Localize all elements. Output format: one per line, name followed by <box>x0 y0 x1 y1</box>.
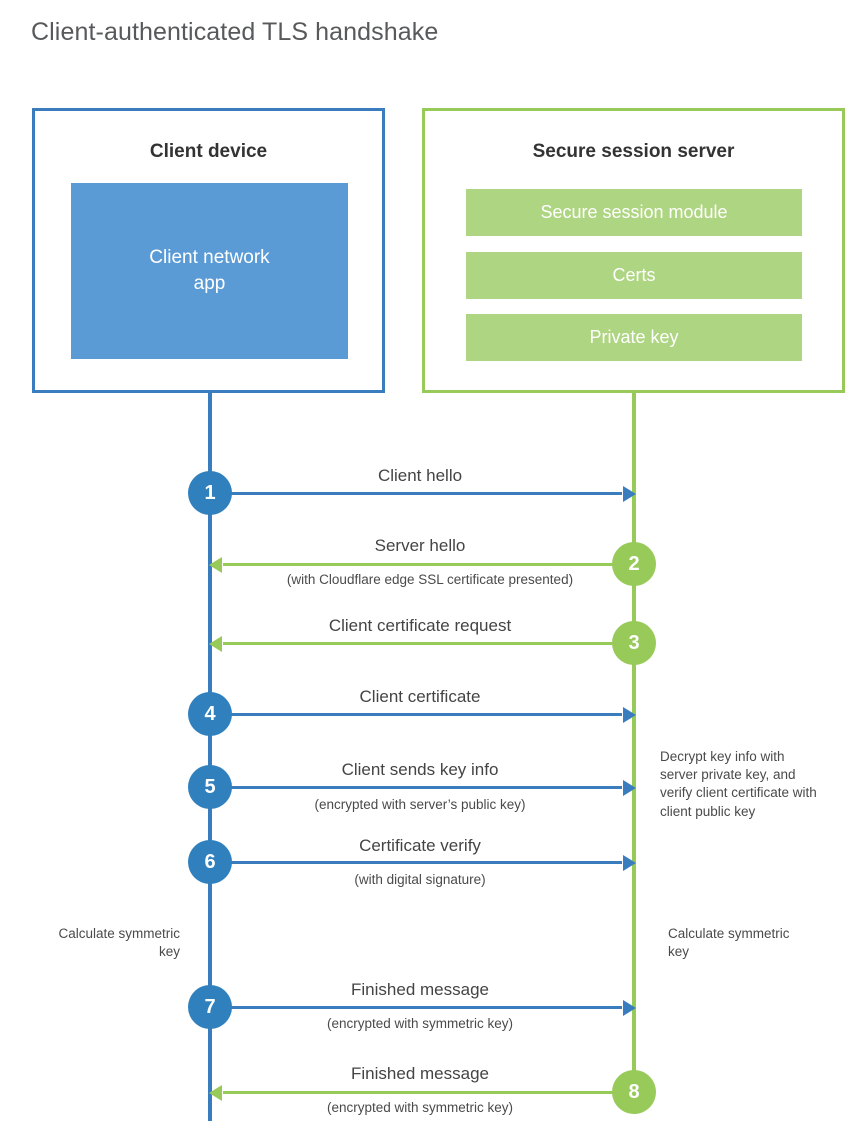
arrow-step-6 <box>210 854 636 871</box>
step-marker-6[interactable]: 6 <box>188 840 232 884</box>
arrowhead-left-icon <box>209 556 222 573</box>
arrow-step-5 <box>210 779 636 796</box>
secure-session-server-box: Secure session server Secure session mod… <box>422 108 845 393</box>
step-6-sublabel: (with digital signature) <box>354 872 486 887</box>
client-network-app-label: Client network app <box>149 245 269 296</box>
client-app-label-line1: Client network <box>149 247 270 269</box>
client-device-box: Client device Client network app <box>32 108 385 393</box>
server-decrypt-note: Decrypt key info with server private key… <box>660 749 817 819</box>
step-5-label: Client sends key info <box>341 760 499 779</box>
server-item-private-key: Private key <box>466 314 802 361</box>
arrowhead-right-icon <box>623 999 636 1016</box>
step-8-label: Finished message <box>351 1064 489 1083</box>
step-marker-3[interactable]: 3 <box>612 621 656 665</box>
arrowhead-left-icon <box>209 635 222 652</box>
step-4-label: Client certificate <box>359 687 481 706</box>
arrow-step-4 <box>210 706 636 723</box>
step-1-label: Client hello <box>377 466 463 485</box>
arrowhead-right-icon <box>623 854 636 871</box>
step-7-sublabel: (encrypted with symmetric key) <box>326 1016 514 1031</box>
step-2-label: Server hello <box>374 536 466 555</box>
secure-session-server-title: Secure session server <box>532 141 735 162</box>
arrowhead-right-icon <box>623 779 636 796</box>
arrowhead-left-icon <box>209 1084 222 1101</box>
server-lifeline <box>632 393 636 1093</box>
arrow-step-1 <box>210 485 636 502</box>
step-marker-1[interactable]: 1 <box>188 471 232 515</box>
arrow-step-7 <box>210 999 636 1016</box>
step-marker-5[interactable]: 5 <box>188 765 232 809</box>
client-device-title: Client device <box>149 141 268 162</box>
step-2-sublabel: (with Cloudflare edge SSL certificate pr… <box>286 572 574 587</box>
arrow-step-2 <box>209 556 632 573</box>
step-8-sublabel: (encrypted with symmetric key) <box>326 1100 514 1115</box>
client-network-app-block: Client network app <box>71 183 348 359</box>
arrow-step-8 <box>209 1084 632 1101</box>
arrow-step-3 <box>209 635 632 652</box>
step-marker-4[interactable]: 4 <box>188 692 232 736</box>
server-item-certs: Certs <box>466 252 802 299</box>
step-6-label: Certificate verify <box>359 836 481 855</box>
step-3-label: Client certificate request <box>328 616 512 635</box>
client-app-label-line2: app <box>193 273 226 294</box>
step-marker-2[interactable]: 2 <box>612 542 656 586</box>
step-5-sublabel: (encrypted with server’s public key) <box>314 797 526 812</box>
step-7-label: Finished message <box>351 980 489 999</box>
step-marker-7[interactable]: 7 <box>188 985 232 1029</box>
page-title: Client-authenticated TLS handshake <box>31 18 439 46</box>
step-marker-8[interactable]: 8 <box>612 1070 656 1114</box>
arrowhead-right-icon <box>623 485 636 502</box>
server-item-secure-session-module: Secure session module <box>466 189 802 236</box>
server-calculate-symmetric-key-note: Calculate symmetric key <box>668 926 790 960</box>
arrowhead-right-icon <box>623 706 636 723</box>
client-calculate-symmetric-key-note: Calculate symmetric key <box>58 926 180 960</box>
client-lifeline <box>208 393 212 1121</box>
